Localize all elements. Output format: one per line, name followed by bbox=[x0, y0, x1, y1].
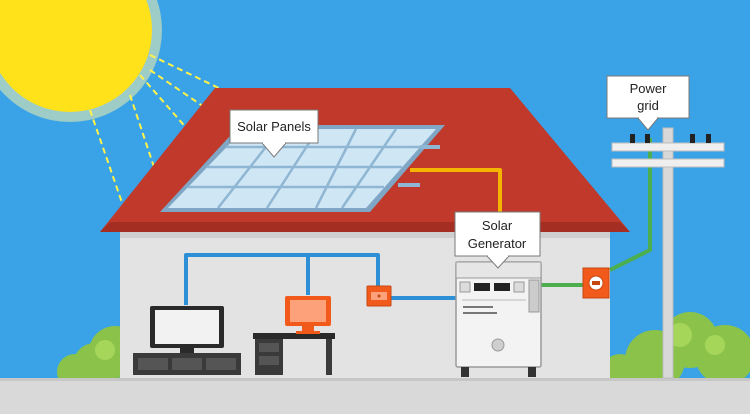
power-grid-label-line2: grid bbox=[637, 98, 659, 113]
tv-icon bbox=[150, 306, 224, 354]
solar-generator-label-line2: Generator bbox=[468, 236, 527, 251]
wire-yellow bbox=[410, 168, 502, 222]
solar-panels-callout: Solar Panels bbox=[229, 109, 319, 158]
ground bbox=[0, 378, 750, 414]
power-grid-label-line1: Power bbox=[630, 81, 668, 96]
wire-blue-loads bbox=[184, 253, 380, 305]
power-grid-callout: Power grid bbox=[606, 75, 690, 131]
utility-pole-icon bbox=[611, 127, 725, 379]
monitor-icon bbox=[285, 296, 331, 334]
solar-generator-label-line1: Solar bbox=[482, 218, 513, 233]
solar-generator-callout: Solar Generator bbox=[454, 211, 541, 269]
meter-icon bbox=[582, 267, 610, 299]
wire-green-pole bbox=[609, 138, 652, 272]
solar-panels-label: Solar Panels bbox=[237, 119, 311, 134]
bush-highlights bbox=[95, 323, 725, 360]
inverter-icon bbox=[366, 285, 392, 307]
sun-icon bbox=[0, 0, 162, 122]
desk bbox=[253, 333, 335, 375]
solar-panel-icon bbox=[160, 125, 445, 212]
tv-stand bbox=[133, 353, 241, 375]
generator-icon bbox=[455, 261, 542, 377]
